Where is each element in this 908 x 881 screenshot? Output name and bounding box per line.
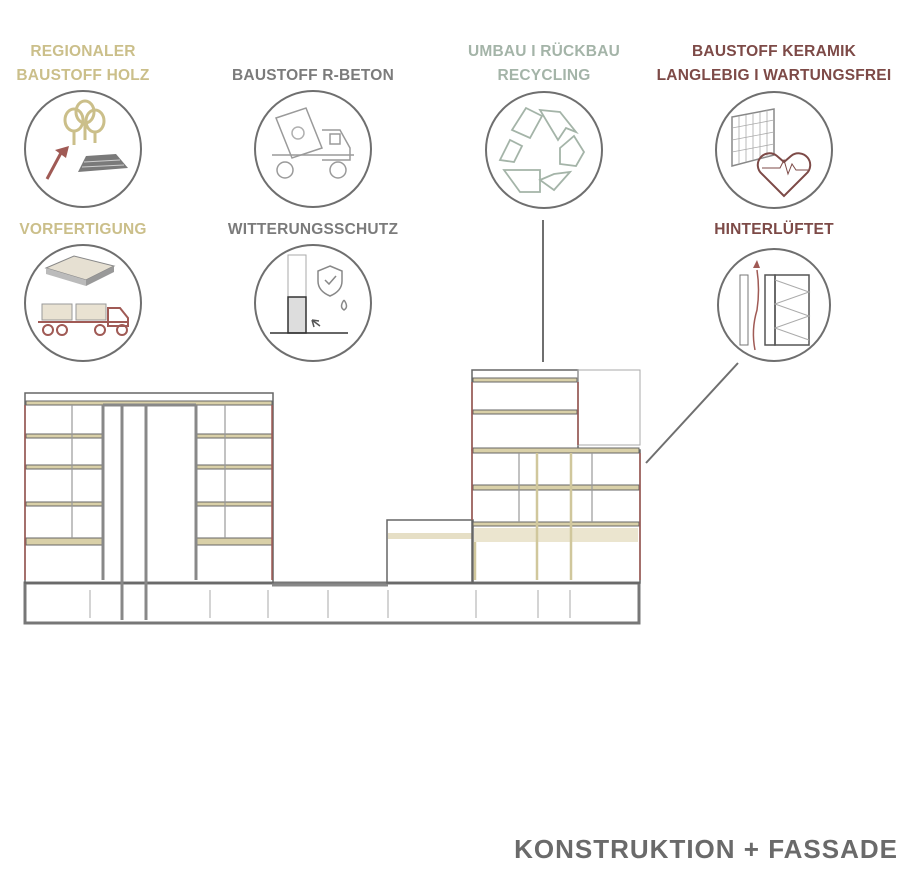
right-block bbox=[471, 449, 641, 584]
label-recycling-line2: RECYCLING bbox=[497, 67, 591, 84]
label-recycling: UMBAU I RÜCKBAU RECYCLING bbox=[468, 40, 620, 88]
label-holz: REGIONALER BAUSTOFF HOLZ bbox=[16, 40, 149, 88]
icon-circle-vorfertigung bbox=[24, 244, 142, 362]
basement bbox=[23, 581, 641, 625]
icon-circle-beton bbox=[254, 90, 372, 208]
label-beton: BAUSTOFF R-BETON bbox=[232, 67, 394, 84]
icon-circle-recycling bbox=[485, 91, 603, 209]
label-vorfertigung: VORFERTIGUNG bbox=[19, 221, 147, 238]
page-title: KONSTRUKTION + FASSADE bbox=[514, 834, 898, 864]
label-witterung: WITTERUNGSSCHUTZ bbox=[227, 221, 399, 238]
leader-line-hinterlueftet bbox=[645, 362, 739, 464]
label-hinterlueftet: HINTERLÜFTET bbox=[714, 221, 834, 238]
icon-circle-witterung bbox=[254, 244, 372, 362]
icon-circle-hinterlueftet bbox=[717, 248, 831, 362]
building-section bbox=[23, 369, 641, 625]
prefab-elements-truck-icon bbox=[38, 255, 129, 336]
recycling-icon bbox=[498, 106, 586, 193]
label-keramik-line1: BAUSTOFF KERAMIK bbox=[692, 43, 856, 60]
label-holz-line1: REGIONALER bbox=[30, 43, 136, 60]
weather-protection-icon bbox=[270, 254, 348, 334]
trees-axe-timber-icon bbox=[45, 99, 128, 180]
ceramic-tile-heart-icon bbox=[731, 108, 812, 198]
label-keramik-line2: LANGLEBIG I WARTUNGSFREI bbox=[656, 67, 892, 84]
label-keramik: BAUSTOFF KERAMIK LANGLEBIG I WARTUNGSFREI bbox=[657, 40, 892, 88]
label-holz-line2: BAUSTOFF HOLZ bbox=[16, 67, 150, 84]
concrete-mixer-truck-icon bbox=[272, 107, 354, 179]
icon-circle-keramik bbox=[715, 91, 833, 209]
ventilated-facade-icon bbox=[739, 260, 811, 351]
label-recycling-line1: UMBAU I RÜCKBAU bbox=[468, 43, 620, 60]
icon-circle-holz bbox=[24, 90, 142, 208]
left-block bbox=[24, 392, 274, 584]
